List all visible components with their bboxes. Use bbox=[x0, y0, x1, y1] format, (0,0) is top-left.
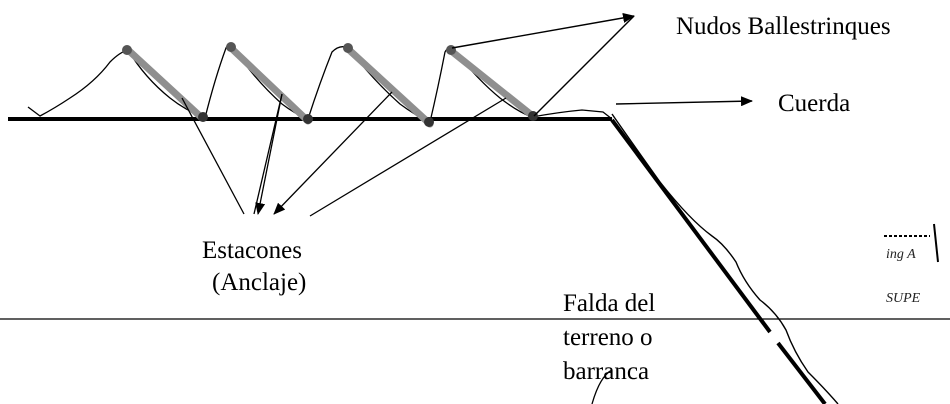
slope-surface bbox=[611, 113, 839, 404]
knot-top-2 bbox=[226, 42, 236, 52]
label-nudos: Nudos Ballestrinques bbox=[676, 13, 891, 40]
margin-fragments: ing A SUPE bbox=[884, 223, 939, 306]
arrow-nudos-b bbox=[533, 15, 635, 117]
stake-2 bbox=[226, 43, 312, 125]
knot-top-1 bbox=[122, 45, 132, 55]
label-estacones: Estacones bbox=[202, 237, 302, 264]
slope-line-lower bbox=[776, 341, 827, 404]
knot-top-3 bbox=[343, 43, 353, 53]
knots bbox=[122, 42, 538, 127]
knot-base-2 bbox=[303, 114, 313, 124]
knot-top-4 bbox=[446, 45, 456, 55]
label-falda-2: terreno o bbox=[563, 324, 653, 351]
slope-line bbox=[610, 118, 772, 334]
arrow-nudos-a bbox=[451, 12, 635, 49]
estacones-pointers bbox=[181, 91, 507, 217]
knot-base-3 bbox=[424, 117, 434, 127]
margin-fragment-1: ing A bbox=[886, 247, 916, 262]
stakes bbox=[123, 43, 538, 128]
label-cuerda: Cuerda bbox=[778, 90, 850, 117]
arrow-falda bbox=[591, 369, 613, 404]
label-falda-1: Falda del bbox=[563, 290, 655, 317]
knot-base-1 bbox=[198, 112, 208, 122]
stake-3 bbox=[343, 44, 434, 128]
stake-4 bbox=[446, 46, 538, 121]
margin-fragment-2: SUPE bbox=[886, 291, 921, 306]
label-falda-3: barranca bbox=[563, 358, 649, 385]
label-anclaje: (Anclaje) bbox=[212, 269, 306, 296]
knot-base-4 bbox=[528, 111, 538, 121]
arrow-cuerda bbox=[615, 96, 753, 107]
stake-1 bbox=[123, 45, 206, 122]
